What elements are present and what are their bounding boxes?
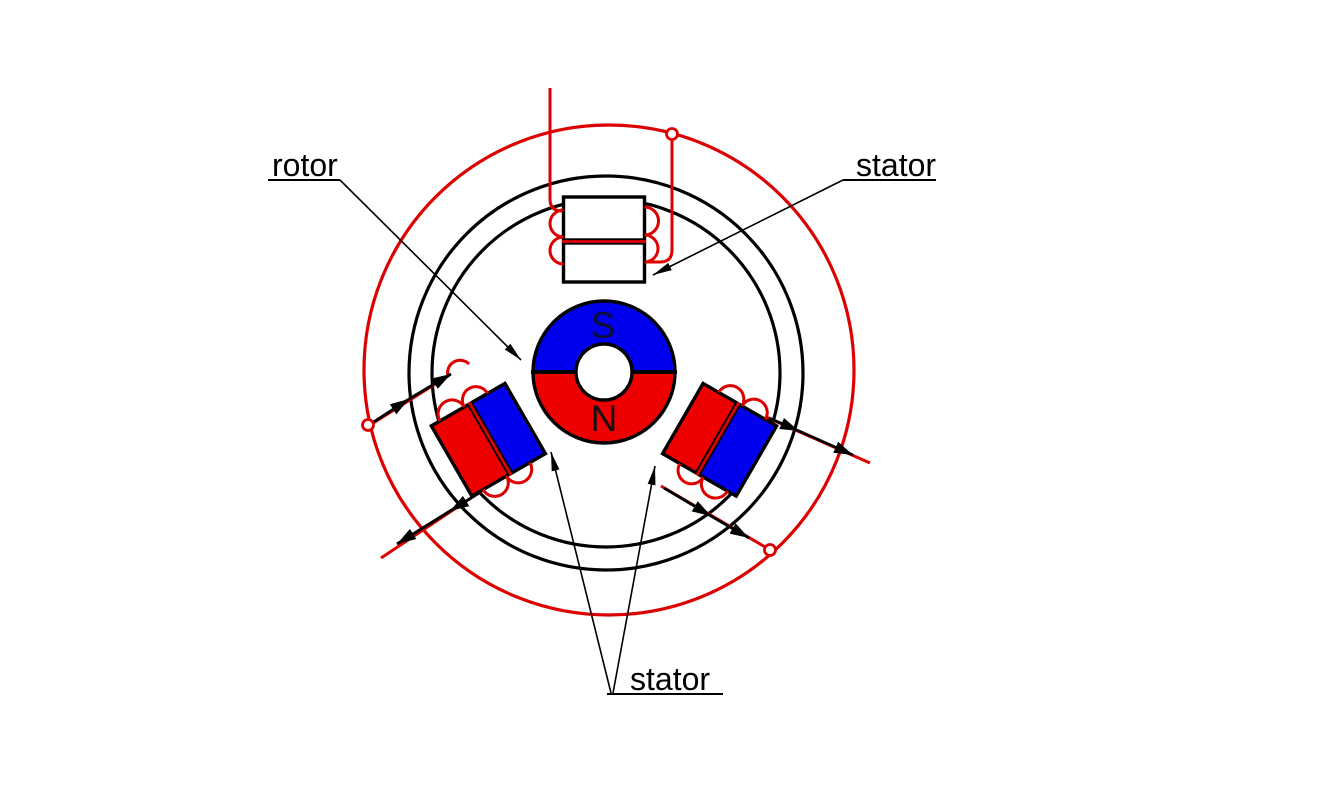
ring-node-left (361, 418, 375, 432)
rotor-south-half (531, 299, 677, 374)
right-coil-outward-arrow-1 (768, 416, 800, 433)
stator-pole-lower-left (429, 381, 548, 499)
stator-bottom-leader-right (612, 465, 656, 694)
stator-pole-lower-right (660, 381, 779, 500)
stator-outer-circle (407, 174, 805, 572)
stator-top-label: stator (856, 147, 936, 183)
right-coil-node-arrow-1 (663, 486, 712, 518)
left-coil-outward-arrow-1 (449, 491, 480, 513)
phase-ring-nodes (361, 127, 777, 557)
rotor-magnet: S N (531, 299, 677, 445)
rotor-north-letter: N (591, 398, 618, 439)
left-coil-outward-arrow-2 (396, 509, 451, 546)
stator-pole-top (548, 195, 660, 284)
ring-node-bottom-right (763, 543, 777, 557)
left-coil-inward-arrow-2 (408, 372, 452, 401)
rotor-shaft-hole (574, 342, 634, 402)
rotor-north-half (531, 370, 677, 445)
left-coil-inward-arrow-1 (371, 397, 410, 425)
rotor-leader-line (339, 179, 522, 361)
phase-ring-red-circle (362, 123, 856, 617)
annotations: rotor stator stator (268, 147, 936, 697)
stator-top-leader-line (652, 179, 844, 276)
top-coil-node-wire (645, 139, 674, 264)
ring-node-top (665, 127, 679, 141)
top-coil-supply-wire (548, 88, 563, 213)
stator-bottom-leader-left (550, 451, 612, 694)
coil-axis-arrows (371, 372, 854, 546)
rotor-south-letter: S (591, 305, 616, 346)
right-coil-node-arrow-2 (710, 514, 750, 540)
stator-bottom-label: stator (630, 661, 710, 697)
right-coil-outward-arrow-2 (798, 429, 854, 457)
rotor-label: rotor (272, 147, 338, 183)
